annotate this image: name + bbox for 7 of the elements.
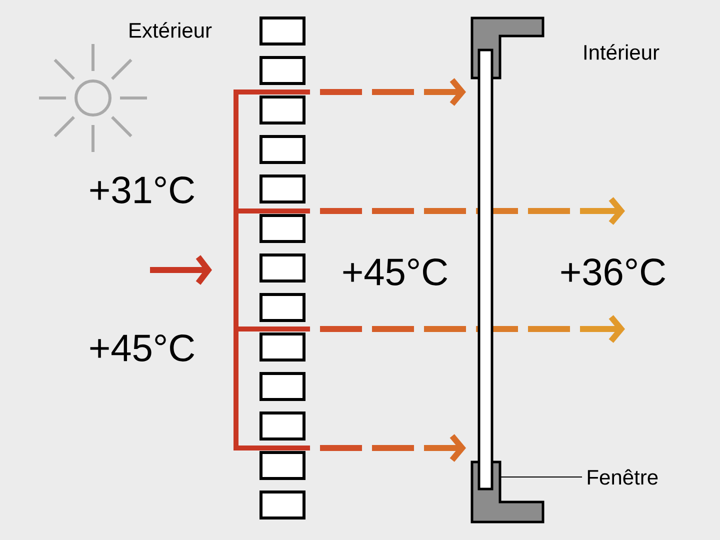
window-drawing xyxy=(470,16,544,524)
part-label: Fenêtre xyxy=(588,469,658,485)
region-label: Extérieur xyxy=(130,22,212,38)
leader-line xyxy=(500,476,582,478)
region-label: Intérieur xyxy=(584,44,660,60)
temperature-label: +45°C xyxy=(90,334,194,362)
temperature-label: +31°C xyxy=(90,176,194,204)
